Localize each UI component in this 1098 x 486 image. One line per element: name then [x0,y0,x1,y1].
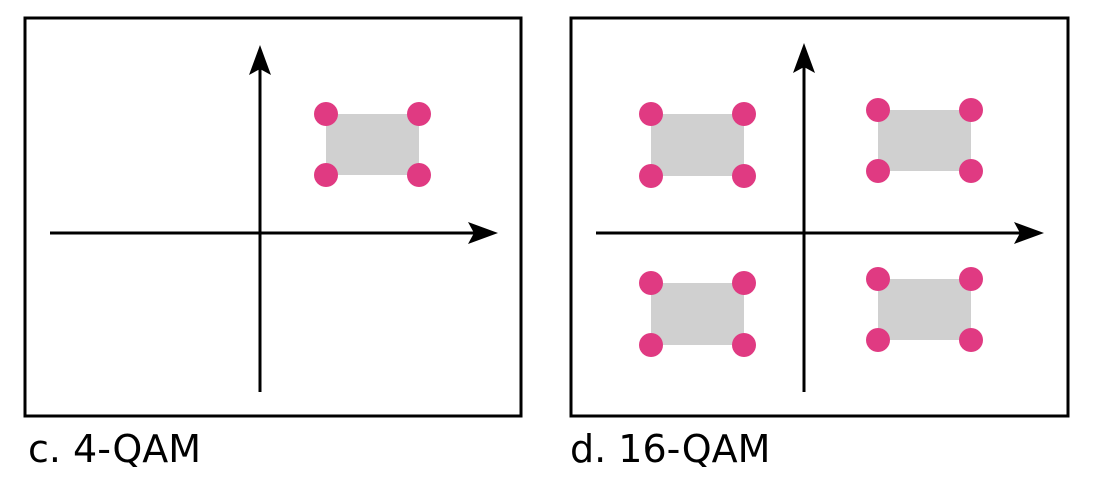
panel-caption: c. 4-QAM [28,427,201,471]
constellation-point [639,102,663,126]
cluster-third-quadrant [639,271,756,357]
constellation-point [959,98,983,122]
constellation-point [314,102,338,126]
vertical-axis [249,45,271,392]
constellation-point [639,164,663,188]
panel-frame [23,16,523,418]
panel-caption: d. 16-QAM [570,427,770,471]
constellation-point [866,267,890,291]
constellation-point [959,328,983,352]
decision-region [651,283,744,345]
constellation-point [866,159,890,183]
constellation-point [639,271,663,295]
constellation-point [732,333,756,357]
cluster-first-quadrant [314,102,431,187]
cluster-second-quadrant [639,102,756,188]
panel-16qam: d. 16-QAM [569,16,1070,471]
constellation-point [866,328,890,352]
constellation-point [959,267,983,291]
constellation-point [314,163,338,187]
decision-region [878,279,971,340]
constellation-point [732,102,756,126]
constellation-point [639,333,663,357]
constellation-point [959,159,983,183]
decision-region [878,110,971,171]
constellation-point [407,102,431,126]
horizontal-axis [50,222,498,244]
constellation-point [732,271,756,295]
vertical-axis [793,43,815,392]
cluster-fourth-quadrant [866,267,983,352]
constellation-point [732,164,756,188]
panel-frame [569,16,1070,418]
decision-region [651,114,744,176]
constellation-point [407,163,431,187]
cluster-first-quadrant [866,98,983,183]
horizontal-axis [596,222,1044,244]
decision-region [326,114,419,175]
constellation-point [866,98,890,122]
panel-4qam: c. 4-QAM [23,16,523,471]
